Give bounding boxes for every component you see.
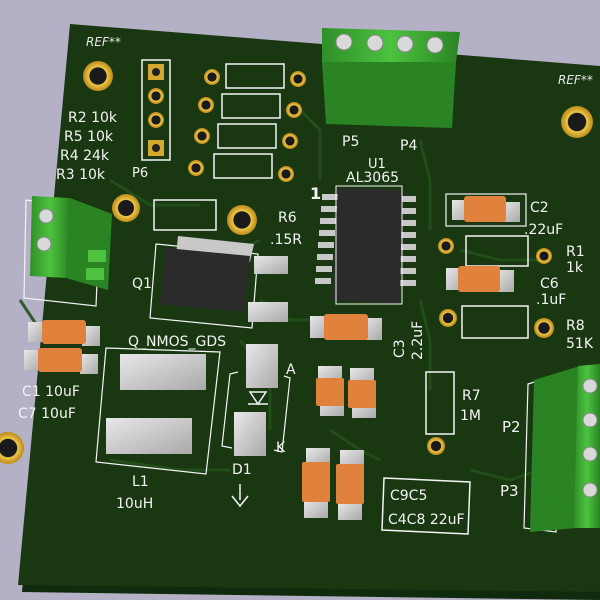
resistor-array-pads [188,69,306,182]
mounting-hole-bottom-left [0,432,24,464]
terminal-block-p5-p4 [322,28,460,128]
diode-anode-label: A [286,362,296,378]
resistor-r6 [112,194,257,235]
r7-value: 1M [460,408,481,424]
p2-label: P2 [502,418,521,436]
d1-label: D1 [232,462,252,478]
r6-value: .15R [270,232,302,248]
r8-ref: R8 [566,318,585,334]
resistor-r7 [425,371,455,455]
terminal-block-p2-p3 [523,364,600,533]
r7-ref: R7 [462,388,481,404]
c3-ref: C3 [392,339,408,358]
r8-value: 51K [566,336,594,352]
pin1-marker: 1 [310,184,321,203]
terminal-block-left [23,196,112,307]
resistor-r8 [439,305,554,339]
l1-value: 10uH [116,496,153,512]
c2-value: .22uF [524,222,563,238]
q1-value: Q_NMOS_GDS [128,334,226,350]
cap-c5 [348,368,376,418]
c2-ref: C2 [530,200,549,216]
cap-c2 [445,193,527,227]
cap-group-line2: C4C8 22uF [388,512,465,528]
cap-c6 [446,266,514,292]
transistor-q1 [149,236,288,329]
c1-label: C1 10uF [22,384,80,400]
c6-ref: C6 [540,276,559,292]
resistor-array [213,63,285,179]
diode-cathode-label: K [276,440,286,456]
l1-ref: L1 [132,474,149,490]
cap-c8 [336,450,364,520]
c7-label: C7 10uF [18,406,76,422]
r3-label: R3 10k [56,167,106,183]
cap-c3 [310,314,382,340]
header-p6 [141,59,171,161]
p3-label: P3 [500,482,519,500]
r2-label: R2 10k [68,110,118,126]
cap-c7 [24,348,98,374]
u1-ref: U1 [368,157,386,172]
ic-u1 [315,185,416,305]
cap-c4 [302,448,330,518]
mounting-hole-right [561,106,593,138]
p4-label: P4 [400,138,417,154]
cap-group-line1: C9C5 [390,488,427,504]
ref-label-left: REF** [86,35,121,49]
diode-d1 [221,344,291,456]
r5-label: R5 10k [64,129,114,145]
u1-value: AL3065 [346,170,399,186]
r6-ref: R6 [278,210,297,226]
q1-ref: Q1 [132,276,152,292]
r1-value: 1k [566,260,584,276]
cap-group-box [381,477,471,535]
mounting-hole-left [83,61,113,91]
inductor-l1 [95,347,221,475]
cap-c1 [28,320,100,346]
ref-label-right: REF** [558,73,593,87]
r1-ref: R1 [566,244,585,260]
c6-value: .1uF [536,292,566,308]
p5-label: P5 [342,134,359,150]
r4-label: R4 24k [60,148,110,164]
cap-c9 [316,366,344,416]
ground-icon [231,484,249,508]
c3-value: 2.2uF [410,321,426,360]
p6-label: P6 [132,166,148,181]
pcb-board [18,24,600,600]
